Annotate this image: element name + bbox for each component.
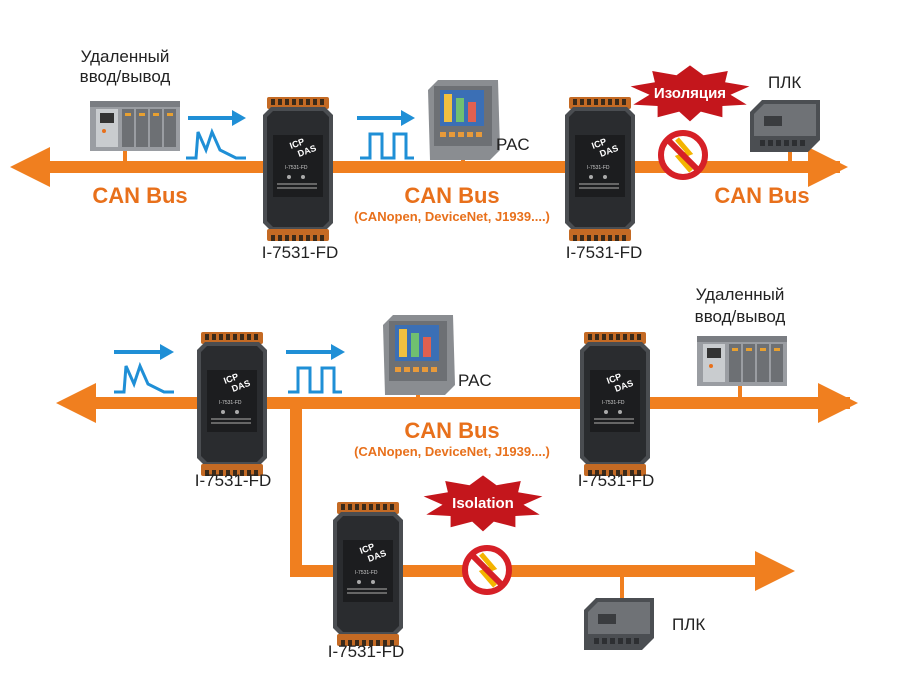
arrow-right-icon (808, 147, 848, 187)
top-bus-label-center: CAN Bus (404, 183, 499, 208)
top-isolation-text: Изоляция (654, 85, 726, 102)
top-can-bus-line (10, 147, 848, 187)
top-plc-label: ПЛК (768, 73, 801, 92)
top-plc (750, 100, 820, 164)
bottom-converter-2 (580, 332, 650, 476)
no-connection-icon (465, 548, 509, 592)
bottom-remote-io (697, 336, 787, 400)
bottom-diagram: I-7531-FD PAC CAN Bus (CANopen, DeviceNe… (56, 285, 858, 661)
top-remote-io (90, 101, 180, 164)
top-converter-2-label: I-7531-FD (566, 243, 643, 262)
bottom-converter-1-label: I-7531-FD (195, 471, 272, 490)
top-converter-2 (565, 97, 635, 241)
bottom-remote-io-label-line2: ввод/вывод (695, 307, 786, 326)
top-bus-label-left: CAN Bus (92, 183, 187, 208)
top-pac-label: PAC (496, 135, 530, 154)
bottom-pac-label: PAC (458, 371, 492, 390)
bottom-plc (584, 575, 654, 650)
pulse-wave-icon (114, 361, 174, 394)
bottom-can-bus-line (56, 383, 858, 423)
bottom-converter-2-label: I-7531-FD (578, 471, 655, 490)
top-isolation-badge: Изоляция (630, 65, 750, 122)
arrow-right-icon (114, 344, 174, 360)
top-converter-1 (263, 97, 333, 241)
top-bus-label-right: CAN Bus (714, 183, 809, 208)
bottom-pac (383, 315, 455, 400)
bottom-converter-3-label: I-7531-FD (328, 642, 405, 661)
bottom-branch-line (290, 403, 795, 591)
top-diagram: Удаленный ввод/вывод I-7531-FD PAC CAN B (10, 47, 848, 262)
top-bus-protocols: (CANopen, DeviceNet, J1939....) (354, 209, 550, 224)
arrow-left-icon (10, 147, 50, 187)
top-remote-io-label-line1: Удаленный (81, 47, 170, 66)
bottom-converter-1 (197, 332, 267, 476)
no-connection-icon (661, 133, 705, 177)
top-converter-1-label: I-7531-FD (262, 243, 339, 262)
bottom-isolation-badge: Isolation (423, 475, 543, 532)
bottom-bus-label-center: CAN Bus (404, 418, 499, 443)
bottom-plc-label: ПЛК (672, 615, 705, 634)
bottom-signal-1 (114, 344, 174, 394)
arrow-right-icon (755, 551, 795, 591)
bottom-signal-2 (286, 344, 345, 394)
bottom-bus-protocols: (CANopen, DeviceNet, J1939....) (354, 444, 550, 459)
square-wave-icon (288, 366, 342, 394)
square-wave-icon (360, 132, 414, 160)
bottom-converter-3 (333, 502, 403, 646)
bottom-remote-io-label-line1: Удаленный (696, 285, 785, 304)
top-remote-io-label-line2: ввод/вывод (80, 67, 171, 86)
arrow-left-icon (56, 383, 96, 423)
pulse-wave-icon (186, 127, 246, 160)
top-pac (428, 80, 500, 164)
arrow-right-icon (188, 110, 246, 126)
arrow-right-icon (286, 344, 345, 360)
arrow-right-icon (818, 383, 858, 423)
arrow-right-icon (357, 110, 415, 126)
top-signal-2 (357, 110, 415, 160)
top-signal-1 (186, 110, 246, 160)
bottom-isolation-text: Isolation (452, 495, 514, 512)
